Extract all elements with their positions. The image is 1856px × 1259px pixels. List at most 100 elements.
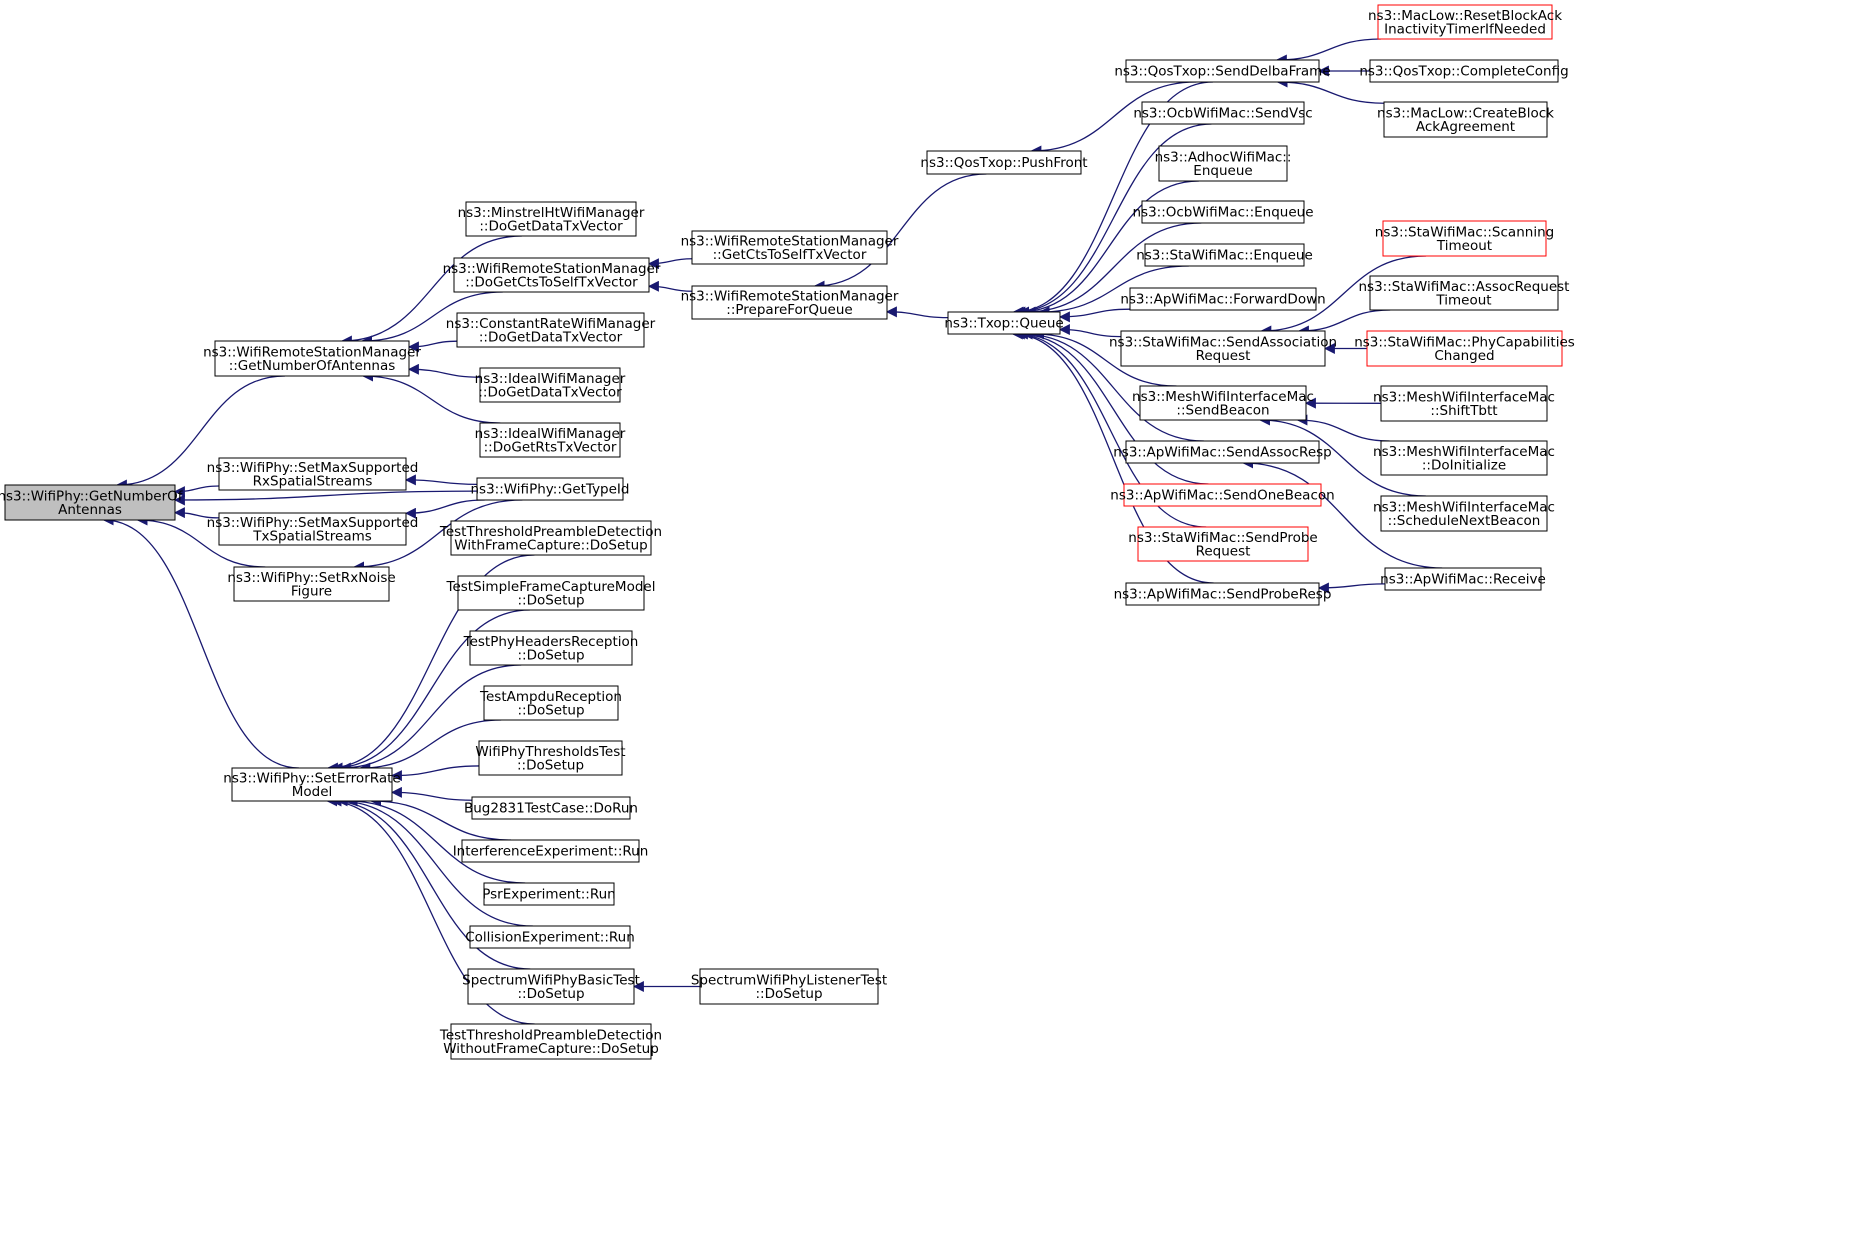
node-label: ns3::IdealWifiManager <box>475 426 626 442</box>
edge-tt_thresh-to-seterrrate <box>390 765 480 782</box>
node-constrate[interactable]: ns3::ConstantRateWifiManager::DoGetDataT… <box>446 312 656 348</box>
node-box <box>469 925 631 949</box>
node-ideal_rts[interactable]: ns3::IdealWifiManager::DoGetRtsTxVector <box>475 422 626 458</box>
node-apreceive[interactable]: ns3::ApWifiMac::Receive <box>1380 567 1546 591</box>
node-interf[interactable]: InterferenceExperiment::Run <box>453 839 649 863</box>
edge-apsendone-to-txopqueue <box>1016 328 1209 485</box>
node-box <box>691 285 888 320</box>
node-txopqueue[interactable]: ns3::Txop::Queue <box>944 311 1064 335</box>
node-senddelba[interactable]: ns3::QosTxop::SendDelbaFrame <box>1114 59 1331 83</box>
node-label: Request <box>1196 543 1251 559</box>
node-label: ns3::ApWifiMac::SendProbeResp <box>1114 587 1332 603</box>
node-meshsendbeacon[interactable]: ns3::MeshWifiInterfaceMac::SendBeacon <box>1132 385 1314 421</box>
node-rsm_prepare[interactable]: ns3::WifiRemoteStationManager::PrepareFo… <box>681 285 899 320</box>
edge-gettypeid-to-setmaxrx <box>404 474 478 486</box>
edge-minstrel-to-rsm_getnum <box>340 235 522 347</box>
node-tt_thresh[interactable]: WifiPhyThresholdsTest::DoSetup <box>475 740 626 776</box>
node-label: InterferenceExperiment::Run <box>453 844 649 860</box>
node-meshsched[interactable]: ns3::MeshWifiInterfaceMac::ScheduleNextB… <box>1373 495 1555 532</box>
node-specbasic[interactable]: SpectrumWifiPhyBasicTest::DoSetup <box>462 968 640 1005</box>
edge-apreceive-to-apsendproberesp <box>1317 582 1386 594</box>
node-label: ns3::QosTxop::CompleteConfig <box>1359 64 1568 80</box>
node-label: TestThresholdPreambleDetection <box>439 1027 662 1043</box>
node-box <box>457 575 645 611</box>
node-box <box>1377 4 1553 40</box>
node-gettypeid[interactable]: ns3::WifiPhy::GetTypeId <box>470 477 630 501</box>
node-ideal_data[interactable]: ns3::IdealWifiManager::DoGetDataTxVector <box>475 367 626 403</box>
node-collision[interactable]: CollisionExperiment::Run <box>465 925 635 949</box>
node-tt_without[interactable]: TestThresholdPreambleDetectionWithoutFra… <box>439 1023 662 1060</box>
node-staenq[interactable]: ns3::StaWifiMac::Enqueue <box>1136 243 1313 267</box>
node-ocbsendvsc[interactable]: ns3::OcbWifiMac::SendVsc <box>1133 101 1313 125</box>
node-apsendassocresp[interactable]: ns3::ApWifiMac::SendAssocResp <box>1113 440 1332 464</box>
node-meshinit[interactable]: ns3::MeshWifiInterfaceMac::DoInitialize <box>1373 440 1555 476</box>
node-label: ::DoGetDataTxVector <box>479 329 623 345</box>
edge-ocbenq-to-txopqueue <box>1024 222 1202 318</box>
node-apfwd[interactable]: ns3::ApWifiMac::ForwardDown <box>1120 287 1326 311</box>
node-label: ::DoSetup <box>755 986 822 1002</box>
node-label: ::DoGetDataTxVector <box>478 384 622 400</box>
node-box <box>1366 330 1563 367</box>
node-box <box>231 767 393 802</box>
node-rsm_getcts[interactable]: ns3::WifiRemoteStationManager::GetCtsToS… <box>681 230 899 265</box>
node-maclowreset[interactable]: ns3::MacLow::ResetBlockAckInactivityTime… <box>1368 4 1562 40</box>
node-ocbenq[interactable]: ns3::OcbWifiMac::Enqueue <box>1132 200 1314 224</box>
node-label: Enqueue <box>1193 163 1252 179</box>
edge-tt_without-to-seterrrate <box>326 795 535 1025</box>
node-minstrel[interactable]: ns3::MinstrelHtWifiManager::DoGetDataTxV… <box>458 201 645 237</box>
node-label: ::DoSetup <box>517 702 584 718</box>
node-rsm_getnum[interactable]: ns3::WifiRemoteStationManager::GetNumber… <box>203 340 421 377</box>
node-qoscomplete[interactable]: ns3::QosTxop::CompleteConfig <box>1359 59 1569 83</box>
node-adhocenq[interactable]: ns3::AdhocWifiMac::Enqueue <box>1155 145 1292 182</box>
node-label: TestThresholdPreambleDetection <box>439 524 662 540</box>
node-box <box>465 201 637 237</box>
edge-tt_simple-to-seterrrate <box>331 609 530 774</box>
edge-staassoctimeout-to-stasendassoc <box>1297 309 1391 337</box>
node-root[interactable]: ns3::WifiPhy::GetNumberOfAntennas <box>0 484 184 521</box>
node-label: ns3::WifiRemoteStationManager <box>443 261 661 277</box>
node-label: ns3::QosTxop::SendDelbaFrame <box>1114 64 1330 80</box>
edge-setrxnoise-to-root <box>136 514 266 568</box>
node-setmaxrx[interactable]: ns3::WifiPhy::SetMaxSupportedRxSpatialSt… <box>207 457 419 491</box>
edge-senddelba-to-pushfront <box>1030 81 1197 157</box>
node-box <box>699 968 879 1005</box>
node-tt_simple[interactable]: TestSimpleFrameCaptureModel::DoSetup <box>446 575 656 611</box>
node-tt_with[interactable]: TestThresholdPreambleDetectionWithFrameC… <box>439 520 662 556</box>
node-box <box>691 230 888 265</box>
node-label: ns3::ApWifiMac::SendAssocResp <box>1113 445 1332 461</box>
node-label: ns3::OcbWifiMac::SendVsc <box>1133 106 1312 122</box>
node-tt_ampdu[interactable]: TestAmpduReception::DoSetup <box>479 685 622 721</box>
node-label: RxSpatialStreams <box>253 473 373 489</box>
edge-constrate-to-rsm_getnum <box>407 340 458 353</box>
node-psr[interactable]: PsrExperiment::Run <box>482 882 616 906</box>
node-bug2831[interactable]: Bug2831TestCase::DoRun <box>464 796 638 820</box>
node-label: ::DoInitialize <box>1422 457 1506 473</box>
edge-tt_phyhdr-to-seterrrate <box>339 664 522 774</box>
node-setmaxtx[interactable]: ns3::WifiPhy::SetMaxSupportedTxSpatialSt… <box>207 512 419 546</box>
edge-stascan-to-stasendassoc <box>1260 255 1427 337</box>
node-rsm_doctts[interactable]: ns3::WifiRemoteStationManager::DoGetCtsT… <box>443 257 661 293</box>
node-label: ::DoSetup <box>517 757 584 773</box>
node-meshshift[interactable]: ns3::MeshWifiInterfaceMac::ShiftTbtt <box>1373 385 1555 422</box>
node-box <box>456 312 645 348</box>
node-box <box>469 630 633 666</box>
edge-rsm_getnum-to-root <box>115 375 286 491</box>
node-label: Changed <box>1434 348 1494 364</box>
edge-ocbsendvsc-to-txopqueue <box>1014 123 1212 318</box>
node-speclistener[interactable]: SpectrumWifiPhyListenerTest::DoSetup <box>691 968 887 1005</box>
node-label: ns3::ApWifiMac::SendOneBeacon <box>1110 488 1334 504</box>
node-pushfront[interactable]: ns3::QosTxop::PushFront <box>920 150 1088 175</box>
node-label: ::DoSetup <box>517 986 584 1002</box>
node-apsendone[interactable]: ns3::ApWifiMac::SendOneBeacon <box>1110 483 1335 507</box>
node-apsendproberesp[interactable]: ns3::ApWifiMac::SendProbeResp <box>1114 582 1332 606</box>
node-label: ns3::AdhocWifiMac:: <box>1155 149 1292 165</box>
node-tt_phyhdr[interactable]: TestPhyHeadersReception::DoSetup <box>463 630 639 666</box>
